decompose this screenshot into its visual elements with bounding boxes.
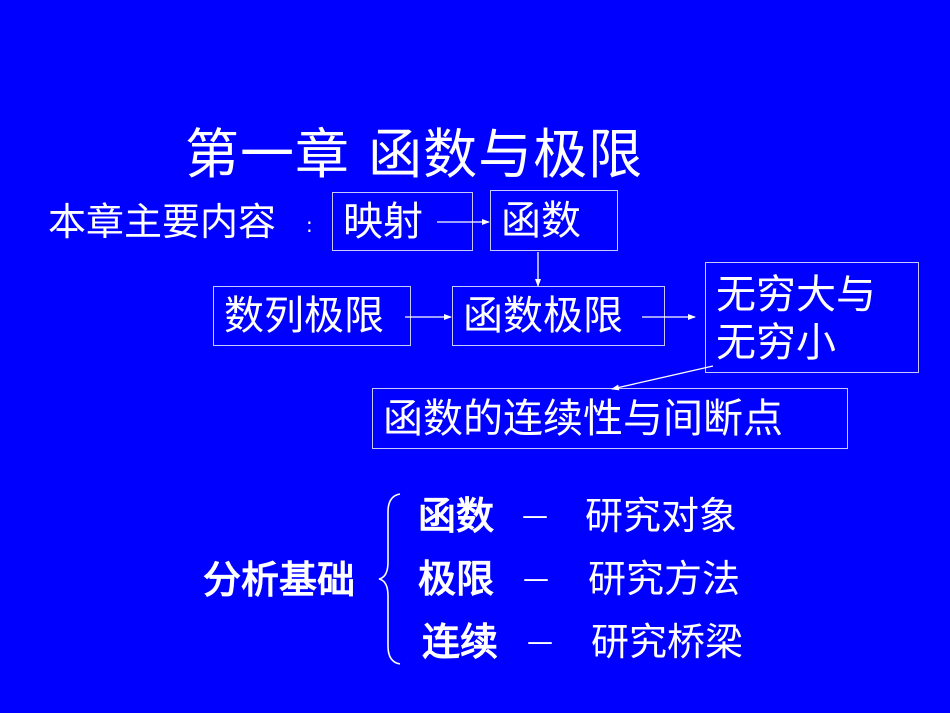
node-function: 函数: [490, 190, 618, 251]
foundation-topic-function: 函数: [418, 494, 495, 538]
node-label: 函数的连续性与间断点: [383, 395, 783, 442]
node-label: 映射: [343, 198, 423, 245]
node-label: 函数极限: [463, 293, 623, 339]
node-label-line-1: 无穷大与: [716, 271, 876, 318]
slide-title: 第一章 函数与极限: [185, 123, 644, 186]
foundation-role-bridge: 研究桥梁: [591, 620, 744, 664]
node-function-limit: 函数极限: [452, 286, 665, 346]
foundation-topic-continuity: 连续: [422, 620, 499, 664]
node-mapping: 映射: [332, 192, 473, 251]
curly-brace-icon: [378, 493, 401, 665]
node-infinity: 无穷大与 无穷小: [705, 262, 919, 373]
foundation-dash: —: [522, 501, 548, 531]
foundation-dash: —: [523, 564, 549, 594]
arrow-infinity-to-continuity: [611, 365, 714, 391]
intro-label: 本章主要内容: [48, 200, 277, 244]
foundation-topic-limit: 极限: [418, 557, 495, 601]
foundation-label: 分析基础: [203, 558, 356, 602]
node-label: 函数: [501, 197, 581, 244]
node-continuity: 函数的连续性与间断点: [372, 388, 848, 449]
foundation-role-method: 研究方法: [588, 557, 741, 601]
node-label-line-2: 无穷小: [716, 319, 836, 366]
node-label: 数列极限: [224, 293, 384, 339]
foundation-role-object: 研究对象: [585, 494, 738, 538]
node-sequence-limit: 数列极限: [213, 286, 411, 346]
intro-colon: :: [306, 213, 313, 237]
foundation-dash: —: [527, 627, 553, 657]
